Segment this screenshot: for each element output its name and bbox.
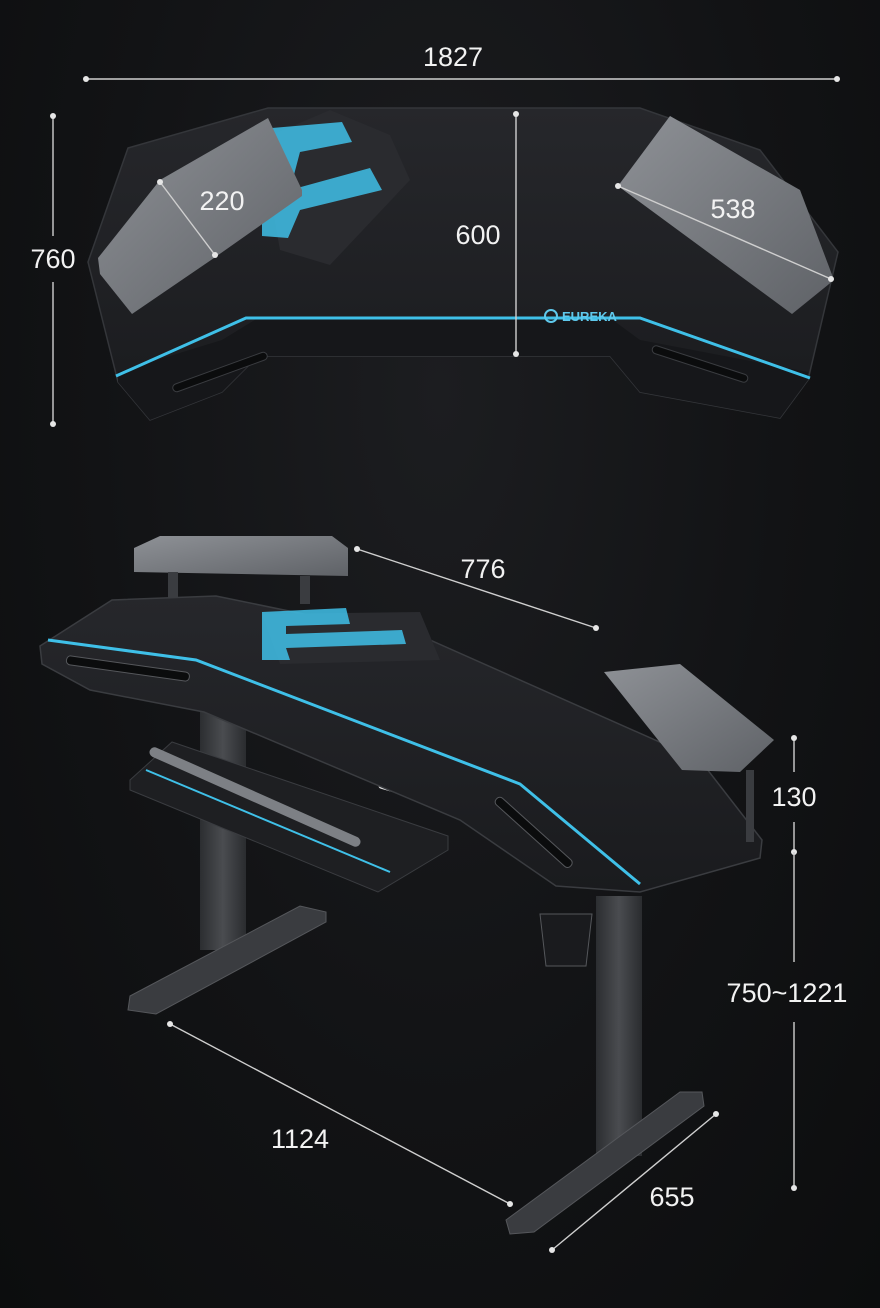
- foot-length-dimension-line: [169, 1023, 511, 1205]
- top-view-left-grille: [172, 351, 268, 393]
- right-shelf-label: 538: [710, 194, 755, 224]
- monitor-shelf-end-dot: [593, 625, 599, 631]
- monitor-shelf: [134, 536, 348, 604]
- top-view-front-edge: [118, 318, 808, 420]
- right-shelf-end-dot: [828, 276, 834, 282]
- monitor-shelf-label: 776: [460, 554, 505, 584]
- foot-depth-dimension-line: [551, 1113, 717, 1251]
- top-view-logo-mat: [260, 110, 410, 265]
- width-dimension-end-dot: [834, 76, 840, 82]
- foot-length-start-dot: [167, 1021, 173, 1027]
- right-shelf-start-dot: [615, 183, 621, 189]
- center-depth-start-dot: [513, 111, 519, 117]
- left-shelf-label: 220: [199, 186, 244, 216]
- perspective-right-grille: [494, 796, 573, 869]
- brand-logo: EUREKA: [544, 309, 618, 324]
- foot-depth-label: 655: [649, 1182, 694, 1212]
- top-view-left-shelf: [98, 118, 302, 314]
- foot-length-label: 1124: [271, 1124, 329, 1154]
- left-shelf-start-dot: [157, 179, 163, 185]
- width-label: 1827: [423, 42, 483, 72]
- perspective-view: 776 130 750~1221 1124 655: [39, 536, 848, 1253]
- depth-dimension-end-dot: [50, 421, 56, 427]
- keyboard-tray: [129, 741, 449, 893]
- monitor-shelf-dimension-line: [356, 548, 597, 629]
- side-shelf: [604, 664, 774, 842]
- front-right-leg: [596, 896, 642, 1156]
- top-view-right-grille: [651, 345, 749, 383]
- shelf-height-label: 130: [771, 782, 816, 812]
- cup-holder: [539, 913, 593, 967]
- top-view: EUREKA 1827 760 600 220 538: [30, 42, 840, 427]
- top-view-right-shelf: [618, 116, 834, 314]
- center-depth-end-dot: [513, 351, 519, 357]
- left-shelf-dimension-line: [159, 181, 216, 256]
- foot-depth-end-dot: [713, 1111, 719, 1117]
- foot-depth-start-dot: [549, 1247, 555, 1253]
- back-left-foot: [127, 905, 327, 1015]
- front-right-foot: [505, 1091, 705, 1235]
- left-shelf-end-dot: [212, 252, 218, 258]
- perspective-logo-mat: [262, 608, 440, 664]
- depth-label: 760: [30, 244, 75, 274]
- height-range-end-dot: [791, 1185, 797, 1191]
- height-range-label: 750~1221: [727, 978, 848, 1008]
- perspective-left-grille: [65, 655, 190, 682]
- center-depth-label: 600: [455, 220, 500, 250]
- width-dimension-start-dot: [83, 76, 89, 82]
- depth-dimension-start-dot: [50, 113, 56, 119]
- perspective-led-strip: [47, 638, 641, 886]
- right-shelf-dimension-line: [617, 185, 832, 280]
- brand-name: EUREKA: [562, 309, 618, 324]
- monitor-shelf-start-dot: [354, 546, 360, 552]
- foot-length-end-dot: [507, 1201, 513, 1207]
- top-view-led-strip: [115, 316, 811, 380]
- shelf-height-start-dot: [791, 735, 797, 741]
